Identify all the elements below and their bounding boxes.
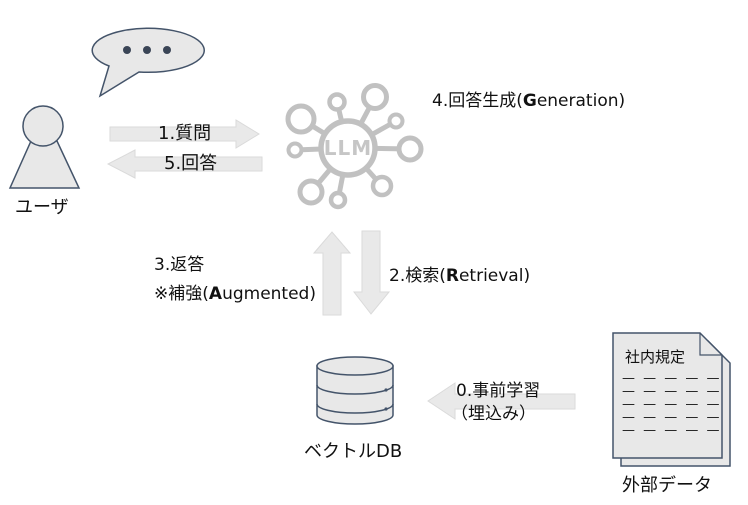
augmented-label: ※補強(Augmented) [154, 279, 316, 304]
dash-line: — — — — — [622, 371, 722, 386]
document-stack-icon [612, 332, 731, 467]
label-part: ugmented) [222, 284, 316, 304]
retrieval-label: 2.検索(Retrieval) [389, 261, 530, 286]
question-label: 1.質問 [158, 123, 212, 144]
database-cylinder-icon [316, 356, 394, 425]
label-part-bold: A [208, 284, 223, 304]
document-title: 社内規定 [625, 348, 686, 366]
generation-label: 4.回答生成(Generation) [432, 86, 625, 111]
label-part-bold: G [522, 91, 537, 111]
label-part: ※補強( [154, 284, 209, 304]
label-part: 2.検索( [389, 266, 446, 286]
answer-label: 5.回答 [164, 153, 218, 174]
speech-bubble-icon [91, 27, 205, 98]
label-part: eneration) [536, 91, 626, 111]
pretrain-label-line2: （埋込み） [451, 404, 536, 424]
person-icon [8, 105, 81, 189]
llm-label: LLM [323, 136, 373, 160]
response-label: 3.返答 [154, 255, 205, 275]
dash-line: — — — — — [622, 410, 722, 425]
label-part-bold: R [445, 266, 459, 286]
label-part: etrieval) [458, 266, 531, 286]
network-hub-icon [285, 83, 424, 210]
pretrain-label-line1: 0.事前学習 [456, 381, 541, 401]
document-dash-lines: — — — — — — — — — — — — — — — — — — — — … [622, 372, 722, 437]
external-data-label: 外部データ [622, 475, 712, 496]
arrow-question-icon [109, 119, 260, 149]
arrow-up-icon [312, 231, 352, 316]
arrow-pretrain-icon [427, 382, 576, 420]
arrow-answer-icon [106, 149, 263, 179]
dash-line: — — — — — [622, 397, 722, 412]
dash-line: — — — — — [622, 423, 722, 438]
dash-line: — — — — — [622, 384, 722, 399]
vector-db-label: ベクトルDB [304, 441, 403, 462]
label-part: 4.回答生成( [432, 91, 523, 111]
arrow-down-icon [352, 230, 391, 315]
user-label: ユーザ [15, 197, 69, 218]
